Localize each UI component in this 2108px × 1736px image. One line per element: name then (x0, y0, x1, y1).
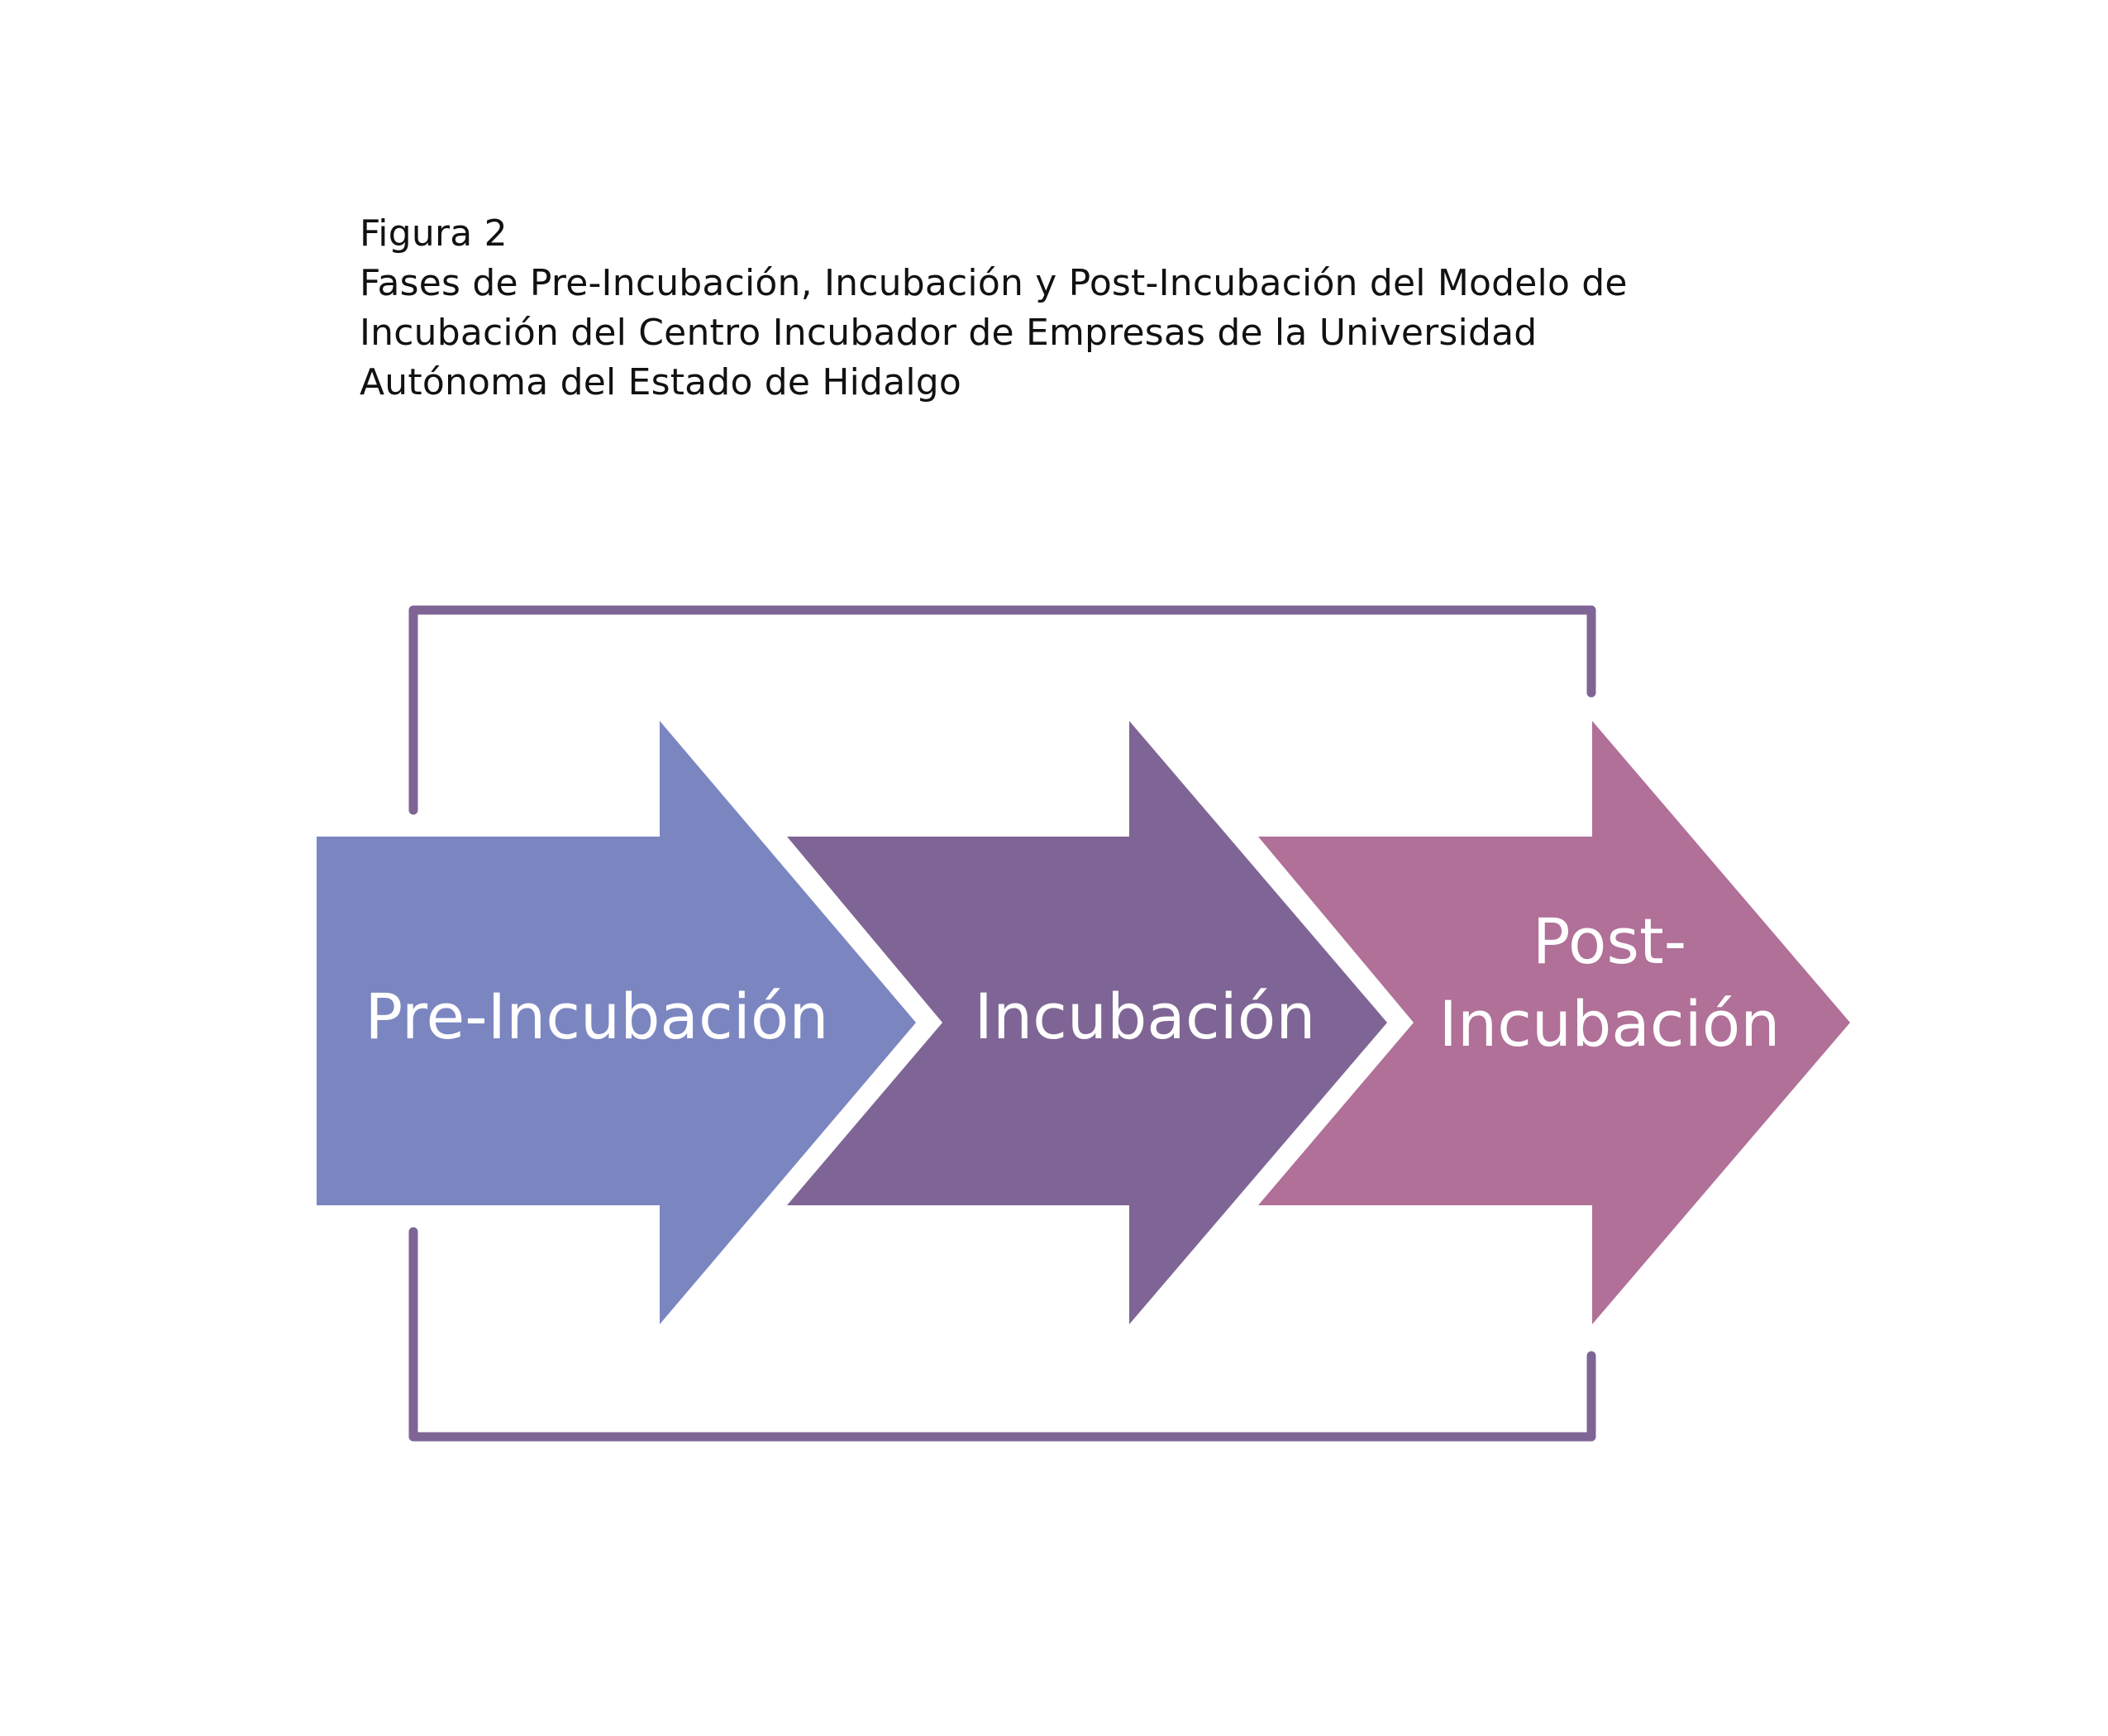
incubation-arrow (787, 721, 1387, 1324)
figure-caption: Figura 2 Fases de Pre-Incubación, Incuba… (360, 209, 1781, 408)
post-incubation-label-line-1: Post- (1533, 904, 1686, 978)
incubation-label: Incubación (975, 980, 1316, 1053)
figure-title-line-3: Autónoma del Estado de Hidalgo (360, 361, 962, 403)
bottom-feedback-connector (408, 1227, 1596, 1442)
top-feedback-connector (408, 605, 1596, 815)
figure-title-line-2: Incubación del Centro Incubador de Empre… (360, 312, 1538, 354)
figure-number: Figura 2 (360, 212, 508, 255)
pre-incubation-label: Pre-Incubación (365, 980, 828, 1053)
figure-title-line-1: Fases de Pre-Incubación, Incubación y Po… (360, 262, 1628, 304)
post-incubation-label-line-2: Incubación (1439, 987, 1781, 1061)
pre-incubation-arrow (317, 721, 916, 1324)
post-incubation-arrow (1258, 721, 1850, 1324)
